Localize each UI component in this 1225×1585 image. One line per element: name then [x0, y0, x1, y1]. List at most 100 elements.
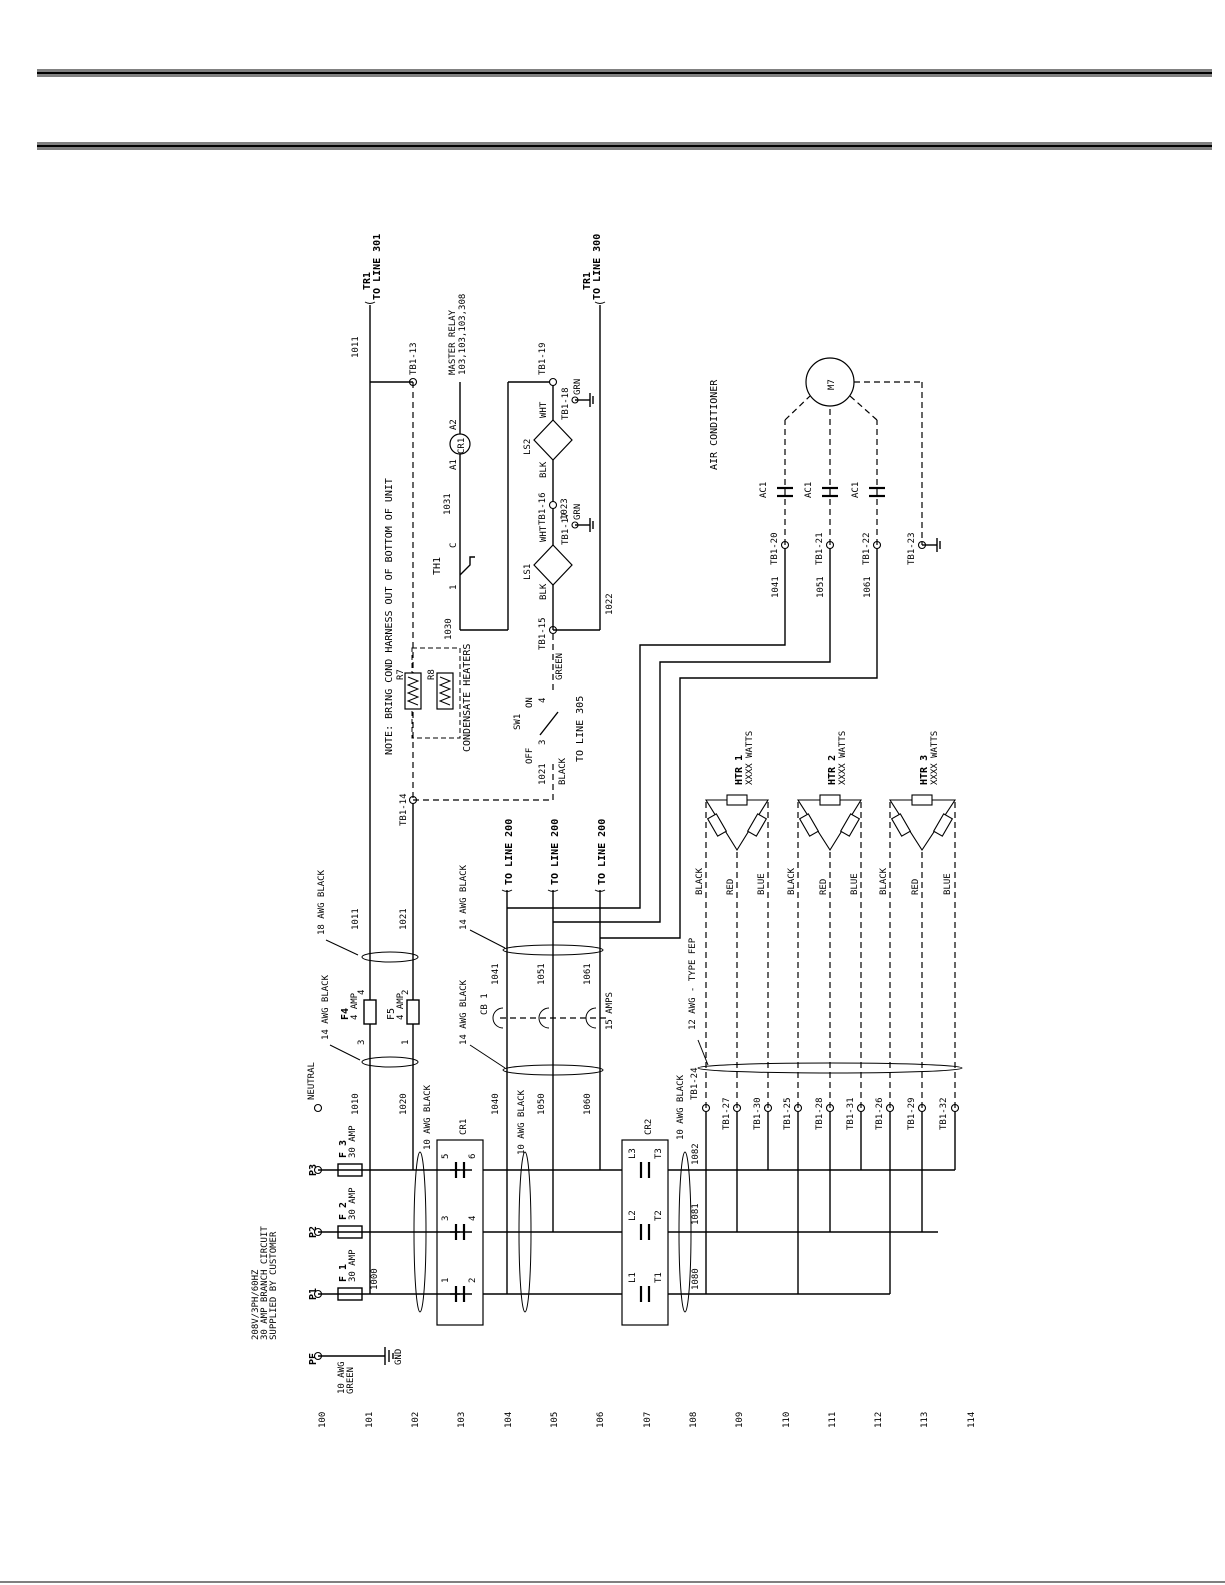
svg-text:1041: 1041: [491, 963, 501, 985]
to-line-301: TO LINE 301: [372, 234, 383, 300]
gauge-label: 10 AWG BLACK: [517, 1089, 527, 1155]
svg-text:AC1: AC1: [851, 482, 861, 498]
svg-text:ON: ON: [525, 697, 535, 708]
svg-text:F5: F5: [386, 1008, 397, 1020]
svg-text:1021: 1021: [399, 908, 409, 930]
svg-text:A2: A2: [449, 419, 459, 430]
fuse-f4: [363, 999, 377, 1025]
line-number: 113: [920, 1412, 930, 1428]
svg-text:F4: F4: [340, 1008, 351, 1020]
svg-text:BLK: BLK: [539, 583, 549, 600]
svg-text:T1: T1: [654, 1272, 664, 1283]
svg-text:T2: T2: [654, 1210, 664, 1221]
terminal-tb1-30: TB1-30: [753, 1097, 763, 1130]
svg-text:WHT: WHT: [539, 525, 549, 542]
limit-switch-ls1: [533, 544, 573, 586]
svg-text:GRN: GRN: [573, 379, 583, 395]
svg-text:TB1-14: TB1-14: [399, 793, 409, 826]
svg-text:TB1-16: TB1-16: [538, 492, 548, 525]
header-rules: [0, 69, 1225, 1583]
terminal-tb1-24: TB1-24: [690, 1067, 700, 1100]
gauge-label: 14 AWG BLACK: [459, 979, 469, 1045]
svg-text:CR1: CR1: [457, 438, 467, 454]
ground-symbol-icon: [384, 1347, 394, 1365]
svg-text:1020: 1020: [399, 1093, 409, 1115]
condensate-heaters: NOTE: BRING COND HARNESS OUT OF BOTTOM O…: [384, 478, 473, 755]
svg-text:BLACK: BLACK: [787, 867, 797, 895]
gauge-label: 12 AWG - TYPE FEP: [688, 937, 698, 1030]
heater-htr2: HTR 2 XXXX WATTS BLACK RED BLUE: [787, 731, 862, 895]
svg-text:TB1-22: TB1-22: [862, 532, 872, 565]
svg-text:L1: L1: [628, 1272, 638, 1283]
svg-text:BLUE: BLUE: [943, 873, 953, 895]
svg-text:OFF: OFF: [525, 748, 535, 764]
svg-text:4: 4: [538, 698, 548, 703]
svg-text:RED: RED: [726, 879, 736, 895]
svg-text:LS2: LS2: [523, 439, 533, 455]
svg-text:4: 4: [357, 990, 367, 995]
svg-text:1050: 1050: [537, 1093, 547, 1115]
contactor-cr1: CR1 1 2 3 4 5 6: [436, 1119, 484, 1326]
gauge-label: 10 AWG BLACK: [676, 1074, 686, 1140]
line-number: 102: [411, 1412, 421, 1428]
svg-text:1081: 1081: [691, 1203, 701, 1225]
svg-text:LS1: LS1: [523, 564, 533, 580]
p1-label: P1: [308, 1288, 319, 1300]
svg-text:A1: A1: [449, 459, 459, 470]
to-line-200: TO LINE 200: [504, 819, 515, 885]
heater-feeds: 1080 1081 1082 10 AWG BLACK TB1-24 TB1-2…: [668, 800, 963, 1313]
svg-text:RED: RED: [819, 879, 829, 895]
gauge-label: 14 AWG BLACK: [321, 974, 331, 1040]
svg-text:1061: 1061: [583, 963, 593, 985]
gauge-label: 10 AWG BLACK: [423, 1084, 433, 1150]
svg-text:3: 3: [357, 1040, 367, 1045]
svg-text:1: 1: [401, 1040, 411, 1045]
svg-text:TB1-19: TB1-19: [538, 342, 548, 375]
svg-text:HTR 1: HTR 1: [734, 755, 745, 785]
svg-text:CR1: CR1: [459, 1119, 469, 1135]
terminal-tb1-32: TB1-32: [939, 1097, 949, 1130]
svg-text:BLACK: BLACK: [558, 757, 568, 785]
svg-text:1060: 1060: [583, 1093, 593, 1115]
svg-text:BLACK: BLACK: [879, 867, 889, 895]
line-number: 107: [643, 1412, 653, 1428]
svg-text:TB1-18: TB1-18: [561, 387, 571, 420]
svg-text:TB1-20: TB1-20: [770, 532, 780, 565]
svg-text:TB1-13: TB1-13: [409, 342, 419, 375]
svg-text:RED: RED: [911, 879, 921, 895]
line-number: 114: [967, 1412, 977, 1428]
svg-text:F 1: F 1: [338, 1264, 349, 1282]
control-wiring: 1000 1010 1020 1011 1021 1011 F4 4 AMP F…: [317, 234, 554, 1313]
svg-text:XXXX WATTS: XXXX WATTS: [930, 731, 940, 785]
svg-text:2: 2: [401, 990, 411, 995]
thermostat-relay-branch: 1030 TH1 1 C 1031 CR1 A1 A2 MASTER RELAY…: [432, 294, 553, 640]
line-number-row: 100 101 102 103 104 105 106 107 108 109 …: [318, 1412, 977, 1428]
air-conditioner: AIR CONDITIONER M7 TB1-20 TB1-21 TB1-22 …: [709, 357, 941, 598]
svg-text:1: 1: [449, 585, 459, 590]
limit-switch-ls2: [533, 419, 573, 461]
terminal-tb1-27: TB1-27: [722, 1097, 732, 1130]
terminal-tb1-31: TB1-31: [846, 1097, 856, 1130]
svg-text:1040: 1040: [491, 1093, 501, 1115]
svg-text:1011: 1011: [351, 908, 361, 930]
line-number: 105: [550, 1412, 560, 1428]
svg-text:30 AMP: 30 AMP: [348, 1125, 358, 1158]
svg-text:3: 3: [538, 740, 548, 745]
svg-text:GREEN: GREEN: [346, 1367, 356, 1394]
line-number: 111: [828, 1412, 838, 1428]
svg-text:1080: 1080: [691, 1268, 701, 1290]
svg-text:R8: R8: [427, 669, 437, 680]
svg-text:HTR 2: HTR 2: [827, 755, 838, 785]
svg-text:CR2: CR2: [644, 1119, 654, 1135]
svg-text:GRN: GRN: [573, 504, 583, 520]
svg-text:1021: 1021: [538, 763, 548, 785]
svg-text:T3: T3: [654, 1148, 664, 1159]
svg-text:AC1: AC1: [759, 482, 769, 498]
gnd-label: GND: [394, 1349, 404, 1365]
svg-text:1041: 1041: [771, 576, 781, 598]
svg-text:TR1: TR1: [362, 272, 373, 290]
svg-text:103,103,103,308: 103,103,103,308: [458, 294, 468, 375]
cr1-coil: [449, 433, 471, 455]
power-branch: 10 AWG BLACK 1040 1050 1060 14 AWG BLACK…: [459, 545, 878, 1313]
svg-text:TB1-17: TB1-17: [561, 512, 571, 545]
